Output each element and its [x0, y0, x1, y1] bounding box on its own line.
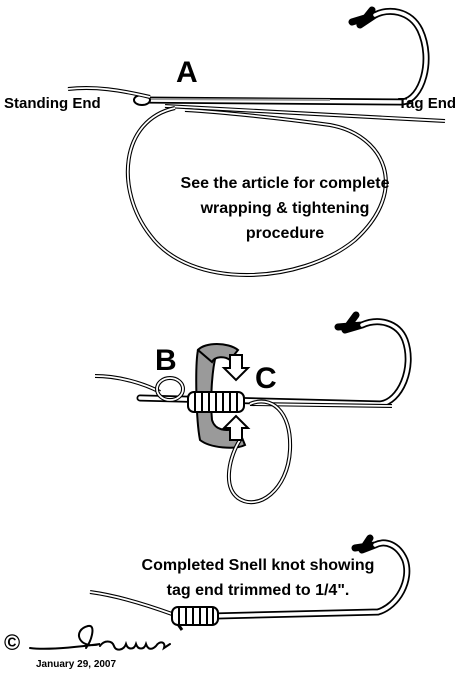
arrow-down-icon — [221, 354, 251, 382]
label-letter-a: A — [176, 56, 198, 89]
tag-end-label: Tag End — [398, 95, 456, 112]
standing-end-label: Standing End — [4, 95, 101, 112]
caption-3-line-2: tag end trimmed to 1/4". — [167, 582, 350, 599]
footer: © January 29, 2007 — [4, 624, 171, 670]
figure-3-caption: Completed Snell knot showing tag end tri… — [142, 557, 375, 599]
standing-line-2 — [94, 374, 161, 394]
caption-1-line-1: See the article for complete — [181, 175, 390, 192]
figure-1-hook-with-loop — [67, 6, 446, 277]
figure-1-caption: See the article for complete wrapping & … — [181, 175, 390, 242]
caption-1-line-3: procedure — [246, 225, 324, 242]
label-letter-c: C — [255, 362, 277, 395]
line-loop-2 — [226, 399, 293, 505]
copyright-symbol: © — [4, 630, 20, 655]
caption-1-line-2: wrapping & tightening — [200, 200, 370, 217]
signature-image — [29, 624, 171, 651]
caption-3-line-1: Completed Snell knot showing — [142, 557, 375, 574]
figure-2-wrapping — [94, 311, 412, 505]
arrow-up-icon — [221, 414, 251, 441]
label-letter-b: B — [155, 344, 177, 377]
hook-3 — [171, 534, 411, 621]
figure-3-completed-knot — [89, 534, 411, 631]
knot-coils — [171, 606, 219, 626]
wrap-coils — [187, 391, 245, 413]
standing-line-3 — [89, 590, 173, 616]
footer-date: January 29, 2007 — [36, 659, 116, 670]
